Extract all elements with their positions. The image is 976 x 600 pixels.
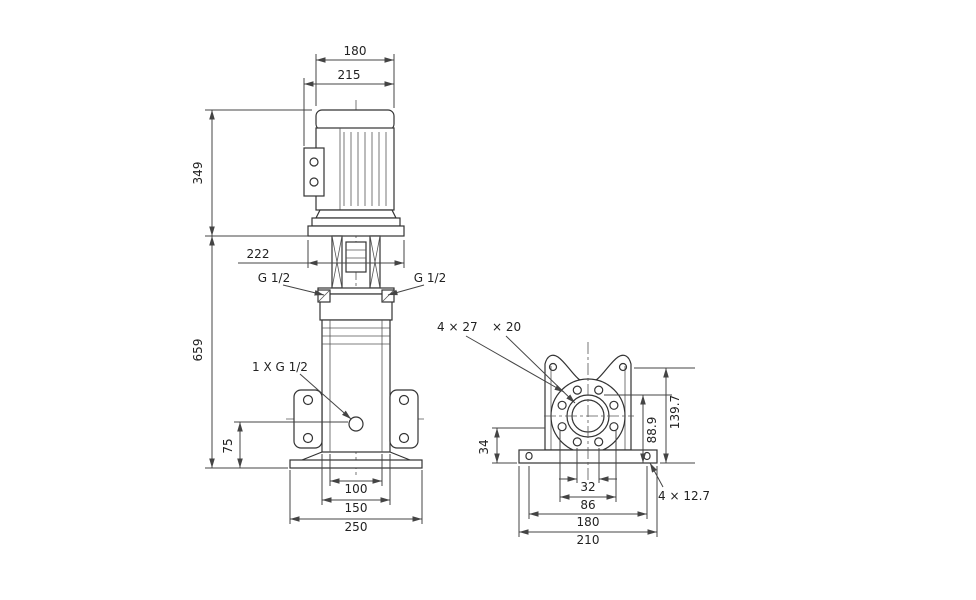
chamber-stack: [321, 319, 391, 453]
hole-note-label-2: × 20: [492, 320, 521, 334]
leader-port-left: [282, 284, 325, 296]
fan-cover: [315, 109, 395, 131]
end-extension-lines: [492, 367, 695, 537]
staybolt-nut-right: [618, 362, 628, 372]
leader-base-hole: [649, 462, 664, 488]
flange-bolt-hole: [572, 385, 582, 395]
flange-bolt-hole: [609, 400, 619, 410]
cable-entry-hole: [309, 157, 319, 167]
staybolt-nut-left: [548, 362, 558, 372]
dim-label-motor-height: 349: [191, 162, 205, 185]
dim-label-stool-width: 222: [247, 247, 270, 261]
flange-bolt-hole: [302, 432, 314, 444]
dim-label-end-holes: 180: [577, 515, 600, 529]
flange-bolt-hole: [594, 385, 604, 395]
base-bolt-hole: [643, 451, 651, 461]
base-plate: [289, 459, 423, 469]
motor-endbell: [315, 209, 397, 219]
cable-entry-hole: [309, 177, 319, 187]
dim-label-flange-face-height: 88.9: [645, 417, 659, 444]
flange-bolt-hole: [398, 432, 410, 444]
base-hole-note-label: 4 × 12.7: [658, 489, 710, 503]
motor-flange: [311, 217, 401, 227]
dim-label-end-inner: 32: [580, 480, 595, 494]
pump-head: [317, 287, 395, 321]
coupling: [345, 241, 367, 273]
dim-label-end-mid: 86: [580, 498, 595, 512]
flange-bolt-hole: [557, 422, 567, 432]
dim-label-motor-width-inner: 180: [344, 44, 367, 58]
stack-sleeve: [321, 319, 391, 453]
dim-label-bottom-outer: 250: [345, 520, 368, 534]
motor-stool-plate: [307, 225, 405, 237]
port-label-left: G 1/2: [258, 271, 290, 285]
drain-plug: [348, 416, 364, 432]
flange-bolt-hole: [302, 394, 314, 406]
coupling-section: [331, 235, 381, 289]
leader-flange-holes: [465, 335, 565, 393]
dim-label-end-outer: 210: [577, 533, 600, 547]
motor-body: [315, 127, 395, 211]
flange-bolt-hole: [557, 400, 567, 410]
dim-label-base-offset: 34: [477, 439, 491, 454]
terminal-box: [303, 147, 325, 197]
suction-flange: [293, 389, 323, 449]
leader-flange-bore: [505, 335, 576, 404]
discharge-flange: [389, 389, 419, 449]
flange-bolt-hole: [572, 437, 582, 447]
dim-label-motor-width-outer: 215: [338, 68, 361, 82]
front-view: 180 215 349 659 222 G 1/2 G 1/2 1 X G 1/…: [191, 44, 446, 534]
flange-bolt-hole: [398, 394, 410, 406]
front-dimension-lines: [209, 57, 425, 522]
end-view: 4 × 27 × 20 34 88.9 139.7 32 86 180 210 …: [437, 320, 710, 547]
flange-bolt-hole: [609, 422, 619, 432]
pump-base: [289, 451, 423, 469]
base-bolt-hole: [525, 451, 533, 461]
dim-label-drain-height: 75: [221, 438, 235, 453]
motor: [303, 109, 405, 237]
flange-bolt-hole: [594, 437, 604, 447]
head-body: [319, 293, 393, 321]
hole-note-label-1: 4 × 27: [437, 320, 478, 334]
dim-label-bottom-mid: 150: [345, 501, 368, 515]
dim-label-flange-top-height: 139.7: [668, 395, 682, 429]
dim-label-body-height: 659: [191, 339, 205, 362]
end-dimension-lines: [465, 335, 669, 535]
drain-port-label: 1 X G 1/2: [252, 360, 308, 374]
port-label-right: G 1/2: [414, 271, 446, 285]
dim-label-bottom-inner: 100: [345, 482, 368, 496]
leader-port-right: [387, 284, 425, 296]
front-extension-lines: [205, 54, 423, 524]
leader-drain: [299, 373, 352, 420]
